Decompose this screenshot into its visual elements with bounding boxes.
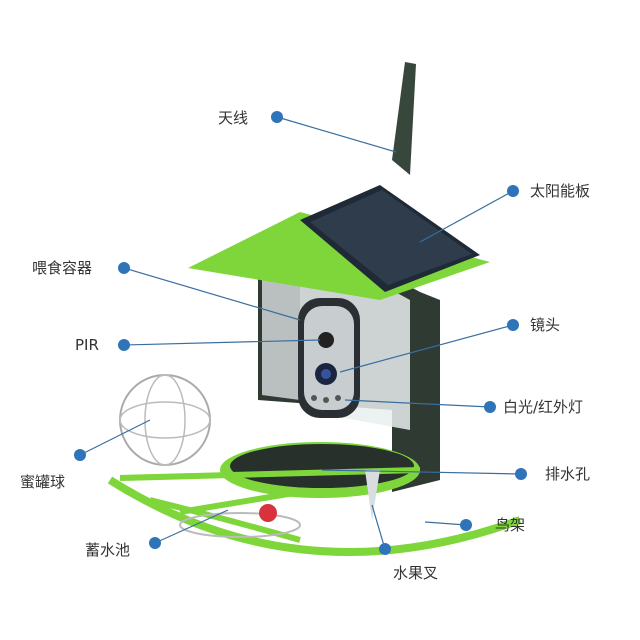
label-lens: 镜头 (530, 316, 561, 334)
perch-shape (107, 476, 522, 556)
drink-cap (259, 504, 277, 522)
honey-ball-shape (119, 374, 211, 466)
label-antenna: 天线 (218, 109, 249, 127)
label-feeding-container: 喂食容器 (32, 259, 93, 277)
label-drain-hole: 排水孔 (545, 465, 591, 483)
label-pir: PIR (75, 336, 99, 354)
label-honey-ball: 蜜罐球 (20, 473, 66, 491)
label-reservoir: 蓄水池 (85, 541, 131, 559)
label-solar-panel: 太阳能板 (530, 182, 591, 200)
leader-lines (79, 116, 522, 550)
fruit-fork-shape (365, 470, 380, 520)
label-perch: 鸟架 (495, 516, 526, 534)
label-dots (74, 111, 527, 555)
label-lights: 白光/红外灯 (503, 398, 584, 416)
label-fruit-fork: 水果叉 (393, 564, 439, 582)
antenna-shape (392, 62, 416, 175)
reservoir-shape (179, 512, 301, 538)
